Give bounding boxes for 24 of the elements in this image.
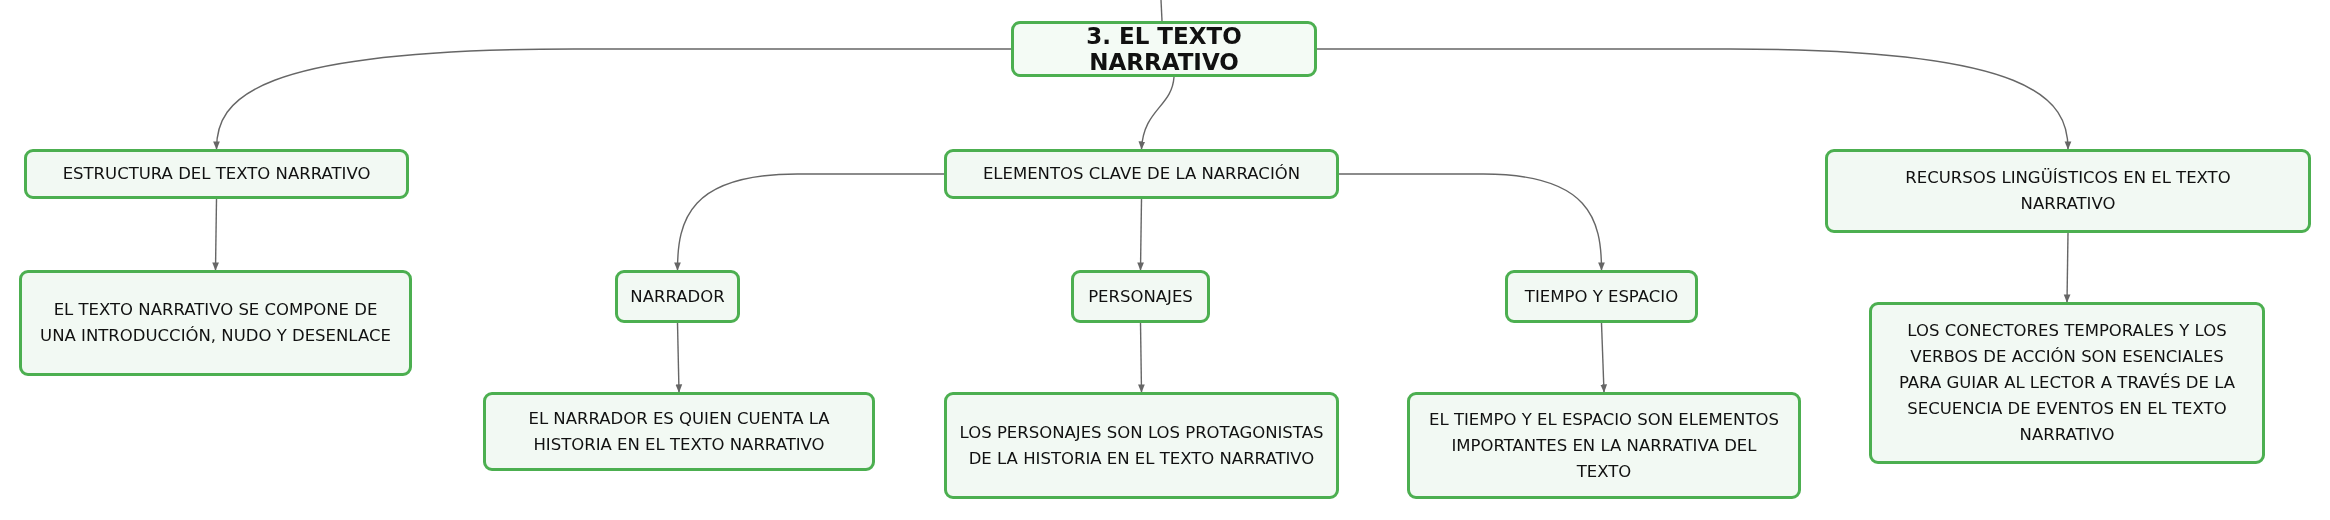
arrow [212,198,219,271]
arrow [1338,173,1605,271]
topic-box: ELEMENTOS CLAVE DE LA NARRACIÓN [944,149,1339,199]
topic-box: LOS PERSONAJES SON LOS PROTAGONISTAS DE LA HISTORIA EN EL TEXTO NARRATIVO [944,392,1339,499]
topic-box: RECURSOS LINGÜÍSTICOS EN EL TEXTO NARRATIVO [1825,149,2311,233]
arrow [1139,76,1175,150]
topic-box: LOS CONECTORES TEMPORALES Y LOS VERBOS DE ACCIÓN SON ESENCIALES PARA GUIAR AL LECTOR A TRAVÉS DE LA SECUENCIA DE EVENTOS EN EL TEXTO NARRATIVO [1869,302,2265,464]
topic-box: NARRADOR [615,270,740,323]
arrow [1316,48,2071,150]
topic-box: EL TIEMPO Y EL ESPACIO SON ELEMENTOS IMPORTANTES EN LA NARRATIVA DEL TEXTO [1407,392,1801,499]
topic-box: TIEMPO Y ESPACIO [1505,270,1698,323]
central-topic-box: 3. EL TEXTO NARRATIVO [1011,21,1317,77]
arrow [1137,198,1144,271]
arrow [1600,322,1608,393]
arrow [1138,322,1145,393]
arrow [2063,232,2071,303]
topic-box: EL TEXTO NARRATIVO SE COMPONE DE UNA INTRODUCCIÓN, NUDO Y DESENLACE [19,270,412,376]
arrow [674,173,945,271]
arrow [675,322,683,393]
arrow [213,48,1012,150]
connector-line [1160,0,1163,22]
topic-box: PERSONAJES [1071,270,1210,323]
topic-box: EL NARRADOR ES QUIEN CUENTA LA HISTORIA EN EL TEXTO NARRATIVO [483,392,875,471]
topic-box: ESTRUCTURA DEL TEXTO NARRATIVO [24,149,409,199]
